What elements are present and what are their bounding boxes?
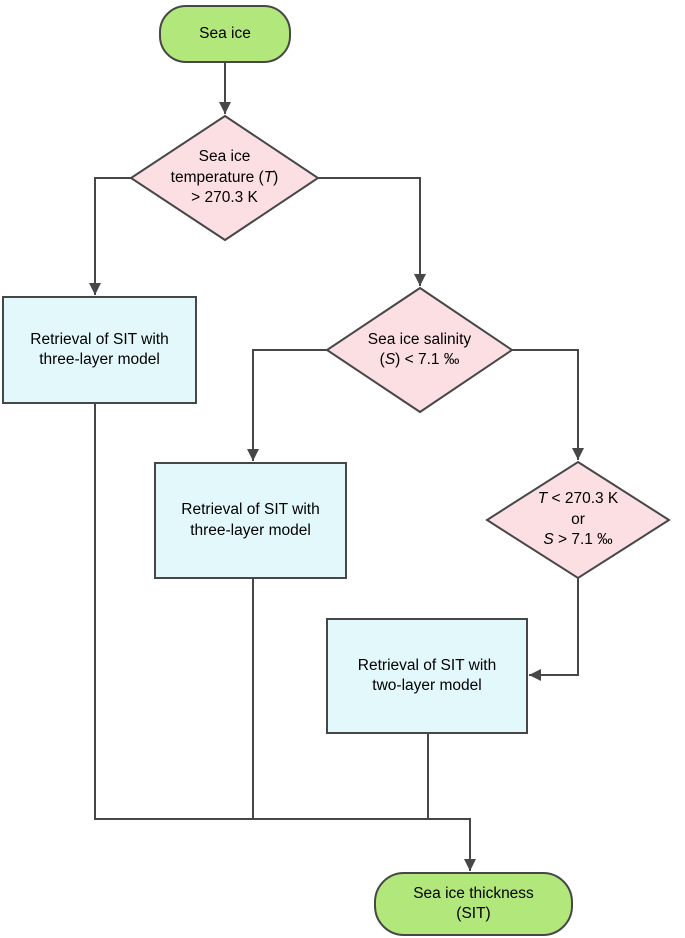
edge-left-process-to-end	[94, 403, 476, 871]
edge-temperature-right-branch	[318, 177, 426, 286]
end-terminal-shape	[374, 872, 573, 936]
process-three-layer-mid-shape	[154, 462, 347, 579]
decision-temperature-shape	[129, 114, 320, 242]
edge-tors-to-two-layer	[529, 578, 579, 681]
edge-salinity-right-branch	[512, 349, 584, 460]
process-two-layer-shape	[326, 618, 528, 734]
decision-salinity-shape	[325, 286, 514, 414]
process-three-layer-left-shape	[2, 296, 197, 404]
edge-temperature-left-branch	[89, 177, 131, 295]
start-terminal-shape	[159, 5, 291, 63]
edge-salinity-left-branch	[247, 349, 328, 461]
decision-t-or-s-shape	[485, 460, 671, 580]
